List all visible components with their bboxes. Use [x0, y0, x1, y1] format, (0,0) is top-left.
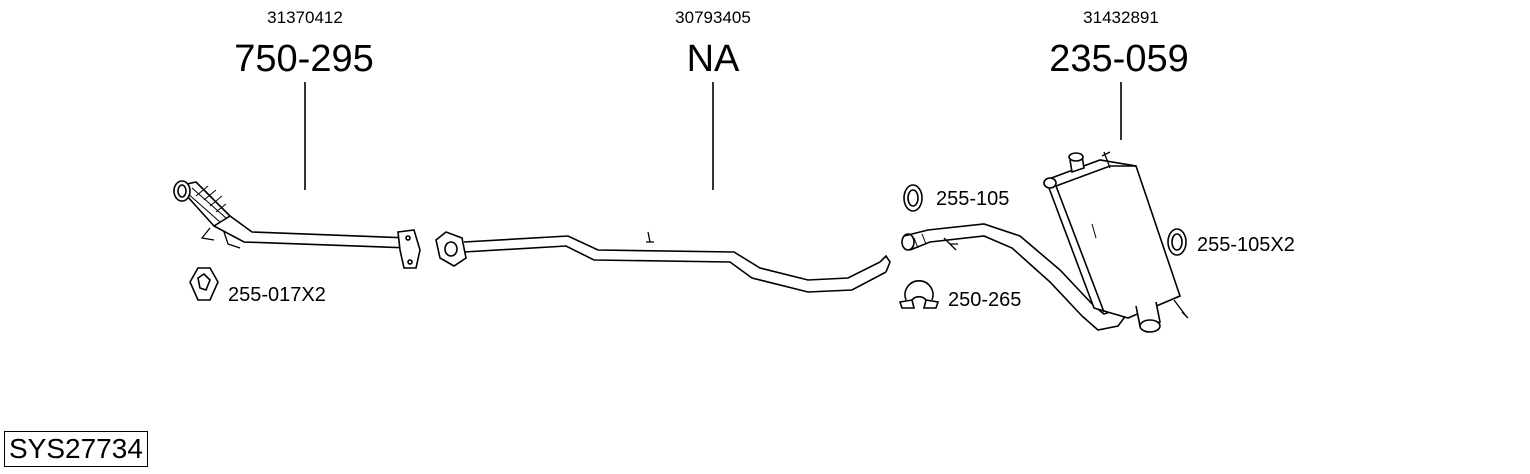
accessory-label-255-105x2: 255-105X2 [1197, 234, 1295, 256]
accessory-label-255-017x2: 255-017X2 [228, 284, 326, 306]
accessory-label-250-265: 250-265 [948, 289, 1022, 311]
oem-number-rear-silencer: 31432891 [1083, 8, 1159, 27]
ring-gasket-255-105x2 [1167, 228, 1187, 256]
oem-number-middle-pipe: 30793405 [675, 8, 751, 27]
front-pipe-drawing [173, 180, 421, 269]
oem-number-front-pipe: 31370412 [267, 8, 343, 27]
ring-gasket-255-105 [903, 184, 923, 212]
middle-pipe-drawing [435, 231, 891, 293]
system-code-label: SYS27734 [4, 431, 148, 467]
part-number-middle-pipe: NA [686, 38, 740, 80]
rear-silencer-drawing [901, 151, 1189, 333]
flange-gasket-255-017x2 [189, 267, 219, 301]
accessory-label-255-105: 255-105 [936, 188, 1010, 210]
clamp-250-265 [898, 280, 940, 309]
part-number-rear-silencer: 235-059 [1049, 38, 1189, 80]
part-number-front-pipe: 750-295 [234, 38, 374, 80]
